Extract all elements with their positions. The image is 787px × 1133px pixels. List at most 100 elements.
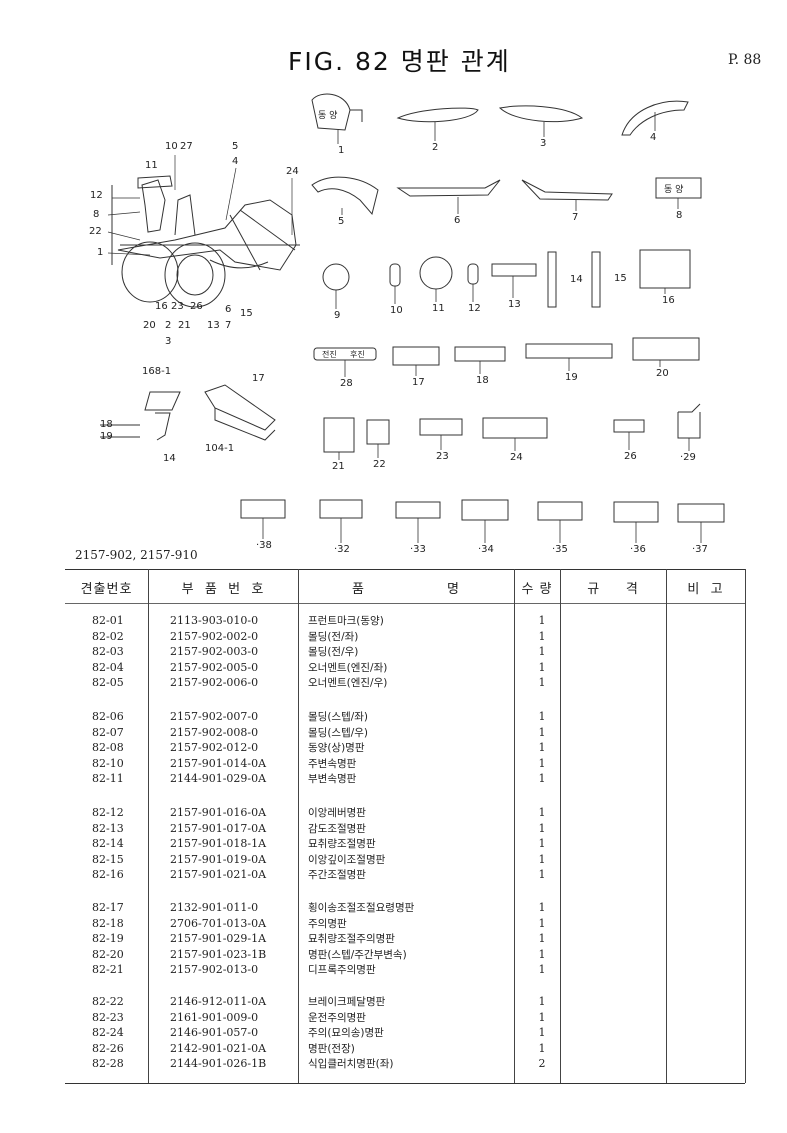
header-spec: 규 격 bbox=[587, 582, 639, 597]
part-32-plate bbox=[319, 499, 363, 519]
quantity: 1 bbox=[538, 756, 546, 770]
part-name: 주간조절명판 bbox=[308, 869, 366, 882]
part-name: 묘취량조절주의명판 bbox=[308, 933, 395, 946]
part-name: 브레이크페달명판 bbox=[308, 996, 386, 1008]
diagram-callout: 21 bbox=[178, 320, 191, 331]
header-rule bbox=[65, 603, 745, 604]
quantity: 1 bbox=[538, 772, 546, 786]
part-name: 명판(스텝/주간부변속) bbox=[308, 948, 407, 961]
ref-number: 82-02 bbox=[92, 629, 124, 643]
part-number: 2157-901-018-1A bbox=[170, 837, 267, 851]
part-29-plate bbox=[677, 403, 701, 439]
part-callout: 12 bbox=[468, 303, 481, 314]
leader-lines bbox=[107, 155, 293, 256]
part-24-plate bbox=[482, 417, 548, 439]
part-number: 2144-901-029-0A bbox=[170, 772, 267, 786]
part-callout: ·37 bbox=[692, 544, 708, 555]
diagram-callout: 7 bbox=[225, 320, 232, 331]
part-number: 2157-901-017-0A bbox=[170, 821, 267, 835]
ref-number: 82-05 bbox=[92, 676, 124, 690]
part-12-plate bbox=[467, 263, 479, 285]
header-remarks: 비 고 bbox=[687, 582, 724, 597]
part-callout: 15 bbox=[614, 273, 627, 284]
part-number: 2161-901-009-0 bbox=[170, 1010, 259, 1024]
quantity: 1 bbox=[538, 947, 546, 961]
part-name: 주의(묘의송)명판 bbox=[308, 1027, 384, 1040]
col-divider bbox=[298, 569, 299, 1083]
part-name: 오너멘트(엔진/좌) bbox=[308, 661, 388, 674]
diagram-callout: 22 bbox=[89, 226, 102, 237]
part-number: 2157-902-006-0 bbox=[170, 676, 259, 690]
diagram-callout: 15 bbox=[240, 308, 253, 319]
part-callout: 11 bbox=[432, 303, 445, 314]
part-number: 2157-901-029-1A bbox=[170, 932, 267, 946]
diagram-callout: 5 bbox=[232, 141, 239, 152]
part-leader-lines bbox=[262, 112, 702, 543]
quantity: 2 bbox=[538, 1057, 546, 1071]
part-number: 2706-701-013-0A bbox=[170, 916, 267, 930]
ref-number: 82-11 bbox=[92, 772, 124, 786]
part-callout: 1 bbox=[338, 145, 345, 156]
quantity: 1 bbox=[538, 614, 546, 627]
part-callout: 4 bbox=[650, 132, 657, 143]
col-divider bbox=[514, 569, 515, 1083]
part-name: 주의명판 bbox=[308, 917, 347, 930]
part-number: 2146-901-057-0 bbox=[170, 1026, 259, 1040]
part-number: 2157-902-005-0 bbox=[170, 660, 259, 674]
part-callout: 7 bbox=[572, 212, 579, 223]
part-2-molding bbox=[396, 107, 479, 123]
front-mark-text: 동 양 bbox=[318, 111, 338, 121]
part-name: 횡이송조절조절요령명판 bbox=[308, 902, 415, 914]
part-name: 운전주의명판 bbox=[308, 1011, 366, 1024]
part-callout: 17 bbox=[412, 377, 425, 388]
part-name: 식입클러치명판(좌) bbox=[308, 1058, 394, 1071]
part-callout: 10 bbox=[390, 305, 403, 316]
part-callout: ·38 bbox=[256, 540, 272, 551]
part-7-molding bbox=[521, 179, 613, 201]
part-19-plate bbox=[525, 343, 613, 359]
diagram-callout: 16 bbox=[155, 301, 168, 312]
part-17-plate bbox=[392, 346, 440, 366]
part-callout: 9 bbox=[334, 310, 341, 321]
part-callout: 5 bbox=[338, 216, 345, 227]
part-11-plate bbox=[419, 256, 453, 290]
part-4-ornament bbox=[621, 100, 689, 136]
part-number: 2132-901-011-0 bbox=[170, 901, 259, 914]
part-8-plate bbox=[655, 177, 702, 199]
diagram-callout: 11 bbox=[145, 160, 158, 171]
part-number: 2157-902-007-0 bbox=[170, 710, 259, 723]
diagram-callout: 14 bbox=[163, 453, 176, 464]
table-bottom-rule bbox=[65, 1083, 745, 1084]
parts-illustration bbox=[100, 93, 725, 543]
diagram-callout: 168-1 bbox=[142, 366, 172, 377]
quantity: 1 bbox=[538, 676, 546, 690]
part-callout: 13 bbox=[508, 299, 521, 310]
diagram-callout: 13 bbox=[207, 320, 220, 331]
diagram-callout: 18 bbox=[100, 419, 113, 430]
diagram-callout: 26 bbox=[190, 301, 203, 312]
quantity: 1 bbox=[538, 868, 546, 882]
page-number: P. 88 bbox=[728, 52, 762, 68]
ref-number: 82-12 bbox=[92, 806, 124, 819]
part-callout: ·32 bbox=[334, 544, 350, 555]
part-callout: 16 bbox=[662, 295, 675, 306]
quantity: 1 bbox=[538, 852, 546, 866]
part-26-plate bbox=[613, 419, 645, 433]
quantity: 1 bbox=[538, 916, 546, 930]
part-number: 2157-901-016-0A bbox=[170, 806, 267, 819]
seedling-tray-sketch bbox=[204, 384, 276, 441]
part-number: 2157-901-021-0A bbox=[170, 868, 267, 882]
quantity: 1 bbox=[538, 725, 546, 739]
part-name: 몰딩(전/우) bbox=[308, 646, 359, 659]
part-name: 디프록주의명판 bbox=[308, 964, 376, 977]
diagram-callout: 2 bbox=[165, 320, 172, 331]
part-number: 2157-901-014-0A bbox=[170, 756, 267, 770]
table-top-rule bbox=[65, 569, 745, 570]
diagram-callout: 10 bbox=[165, 141, 178, 152]
part-callout: 3 bbox=[540, 138, 547, 149]
part-name: 몰딩(스텝/좌) bbox=[308, 711, 369, 723]
diagram-callout: 19 bbox=[100, 431, 113, 442]
header-part-name: 품 명 bbox=[351, 582, 461, 597]
quantity: 1 bbox=[538, 901, 546, 914]
ref-number: 82-20 bbox=[92, 947, 124, 961]
